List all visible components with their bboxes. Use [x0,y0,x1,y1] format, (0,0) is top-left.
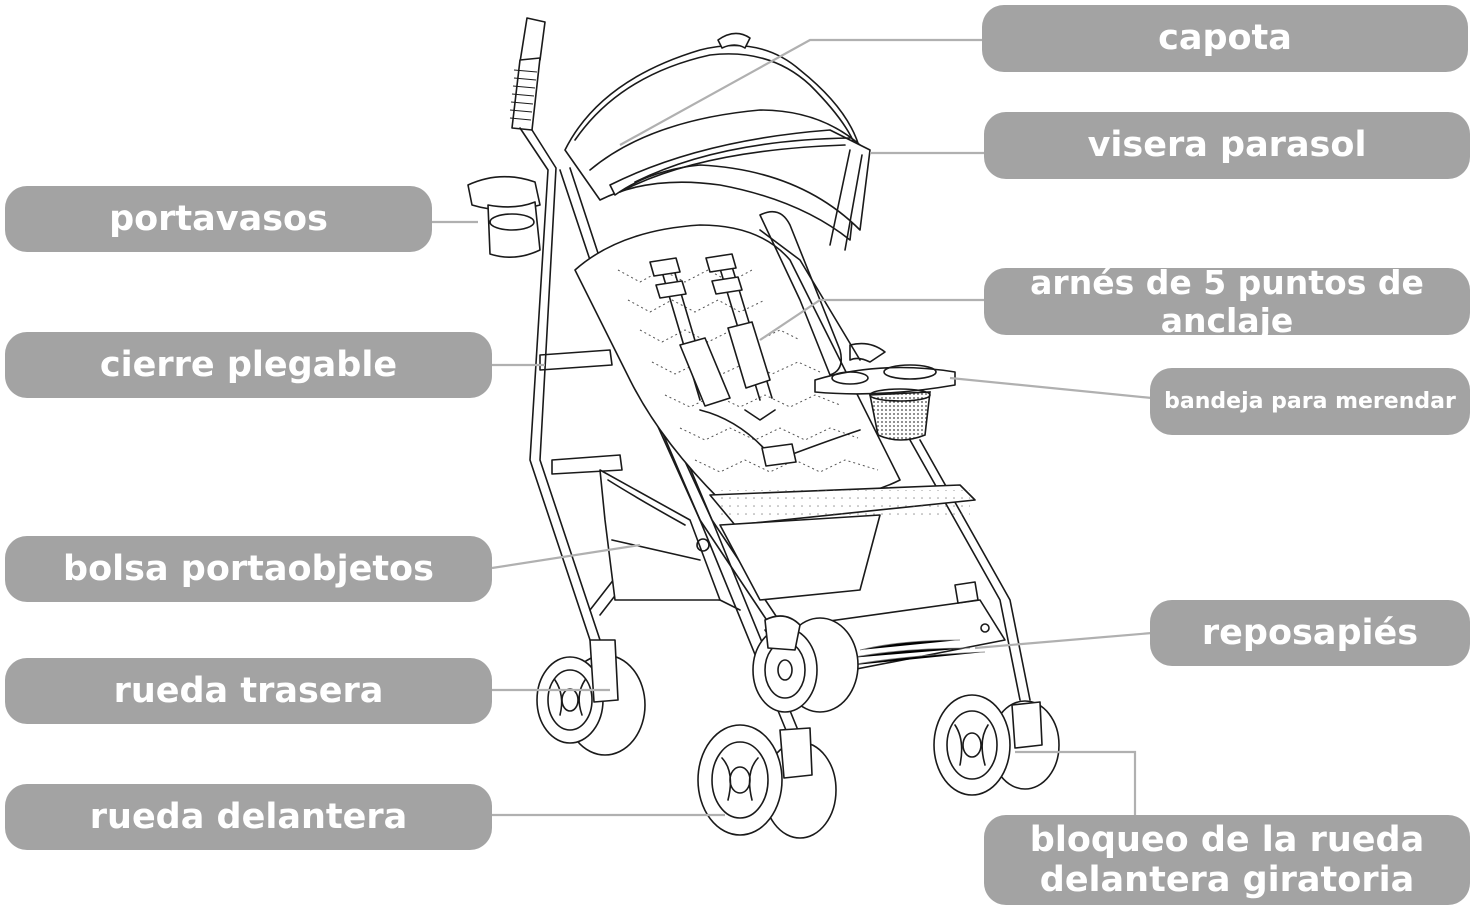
label-rueda-trasera: rueda trasera [5,658,492,724]
snack-tray-drawing [814,342,956,441]
label-capota: capota [982,5,1468,72]
label-visera-parasol-text: visera parasol [1087,125,1367,166]
front-left-wheels [697,724,837,839]
leader-lines [432,38,1153,835]
rear-right-wheels [752,615,859,713]
label-cierre-plegable-text: cierre plegable [99,344,398,385]
label-bolsa-portaobjetos: bolsa portaobjetos [5,536,492,602]
label-reposapies: reposapiés [1150,600,1470,666]
label-bolsa-portaobjetos-text: bolsa portaobjetos [63,548,434,589]
label-rueda-delantera-text: rueda delantera [89,796,408,837]
label-arnes-text: arnés de 5 puntos de anclaje [1030,262,1424,340]
label-bloqueo-line2: delantera giratoria [1039,860,1415,900]
label-portavasos-text: portavasos [109,198,328,239]
label-bloqueo-line1: bloqueo de la rueda [1029,819,1425,860]
label-bloqueo-rueda: bloqueo de la rueda delantera giratoria [984,815,1470,905]
label-reposapies-text: reposapiés [1201,612,1419,653]
label-rueda-trasera-text: rueda trasera [113,670,384,711]
label-rueda-delantera: rueda delantera [5,784,492,850]
label-cierre-plegable: cierre plegable [5,332,492,398]
label-bandeja-text: bandeja para merendar [1164,388,1456,414]
basket-drawing [599,469,721,601]
rear-left-wheels [536,639,646,756]
seat-drawing [574,210,901,501]
canopy-drawing [564,32,871,251]
front-right-wheels [933,694,1060,796]
label-capota-text: capota [1158,18,1292,59]
label-visera-parasol: visera parasol [984,112,1470,179]
label-arnes: arnés de 5 puntos de anclaje [984,263,1470,339]
seat-base-drawing [709,484,976,601]
label-portavasos: portavasos [5,186,432,252]
cup-holder-drawing [467,175,541,258]
label-bandeja: bandeja para merendar [1150,368,1470,435]
